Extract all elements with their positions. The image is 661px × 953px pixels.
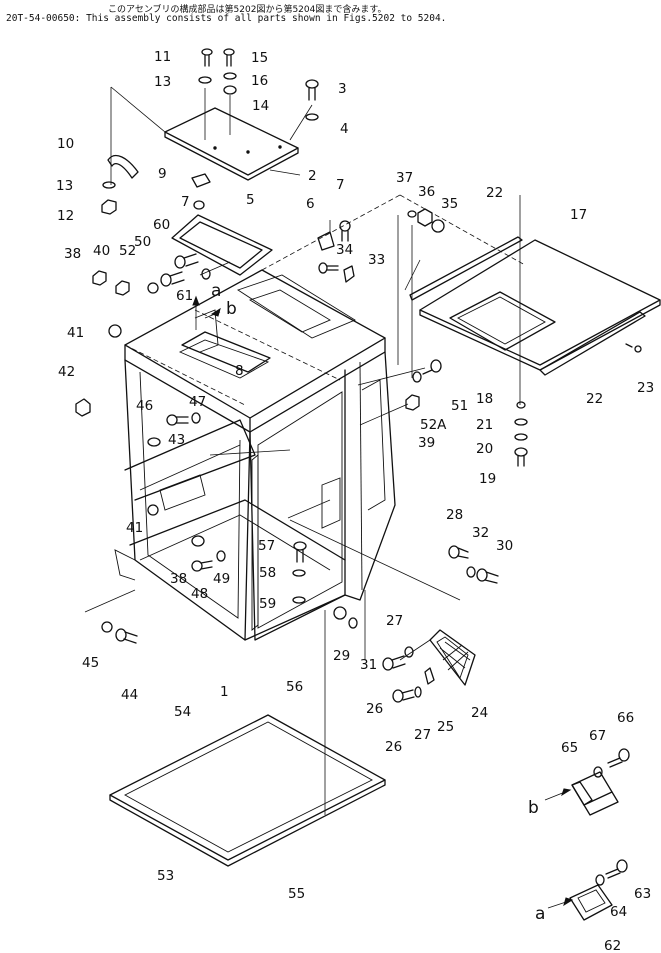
callout-5: 5	[246, 192, 255, 208]
callout-9: 9	[158, 166, 167, 182]
callout-13-lower: 13	[56, 178, 73, 194]
callout-7-left: 7	[181, 194, 190, 210]
reference-b-detail: b	[528, 798, 539, 818]
callout-34: 34	[336, 242, 353, 258]
callout-11: 11	[154, 49, 171, 65]
callout-1: 1	[220, 684, 229, 700]
fasteners	[75, 48, 642, 886]
callout-10: 10	[57, 136, 74, 152]
callout-38-lower: 38	[170, 571, 187, 587]
callout-63: 63	[634, 886, 651, 902]
reference-a-top: a	[211, 281, 221, 301]
callout-23: 23	[637, 380, 654, 396]
callout-40: 40	[93, 243, 110, 259]
callout-8: 8	[235, 363, 244, 379]
callout-26-upper: 26	[366, 701, 383, 717]
roof-window-frame	[171, 214, 273, 276]
reference-arrows	[192, 295, 574, 909]
callout-59: 59	[259, 596, 276, 612]
callout-6: 6	[306, 196, 315, 212]
callout-47: 47	[189, 394, 206, 410]
callout-35: 35	[441, 196, 458, 212]
bracket-detail-a	[569, 884, 613, 921]
callout-32: 32	[472, 525, 489, 541]
callout-42: 42	[58, 364, 75, 380]
callout-44: 44	[121, 687, 138, 703]
callout-52A: 52A	[420, 417, 447, 433]
callout-56: 56	[286, 679, 303, 695]
callout-24: 24	[471, 705, 488, 721]
callout-41-lower: 41	[126, 520, 143, 536]
mesh-step-plate	[429, 629, 476, 686]
callout-46: 46	[136, 398, 153, 414]
callout-4: 4	[340, 121, 349, 137]
callout-21: 21	[476, 417, 493, 433]
callout-57: 57	[258, 538, 275, 554]
callout-36: 36	[418, 184, 435, 200]
reference-b-top: b	[226, 299, 237, 319]
callout-45: 45	[82, 655, 99, 671]
callout-22-lower: 22	[586, 391, 603, 407]
callout-52: 52	[119, 243, 136, 259]
callout-19: 19	[479, 471, 496, 487]
callout-30: 30	[496, 538, 513, 554]
callout-31: 31	[360, 657, 377, 673]
rear-roof-panel	[409, 236, 661, 376]
callout-25: 25	[437, 719, 454, 735]
callout-28: 28	[446, 507, 463, 523]
callout-13: 13	[154, 74, 171, 90]
callout-37: 37	[396, 170, 413, 186]
callout-41-upper: 41	[67, 325, 84, 341]
leader-lines	[84, 86, 521, 815]
callout-38-upper: 38	[64, 246, 81, 262]
callout-62: 62	[604, 938, 621, 953]
callout-60: 60	[153, 217, 170, 233]
callout-64: 64	[610, 904, 627, 920]
callout-51: 51	[451, 398, 468, 414]
callout-54: 54	[174, 704, 191, 720]
callout-17: 17	[570, 207, 587, 223]
roof-cover-plate	[164, 107, 299, 181]
callout-labels: 11 15 13 16 3 14 4 10 2 9 13 7 37 36 22 …	[56, 49, 654, 953]
callout-18: 18	[476, 391, 493, 407]
callout-49: 49	[213, 571, 230, 587]
callout-55: 55	[288, 886, 305, 902]
callout-61: 61	[176, 288, 193, 304]
callout-27-lower: 27	[414, 727, 431, 743]
callout-50: 50	[134, 234, 151, 250]
callout-16: 16	[251, 73, 268, 89]
callout-33: 33	[368, 252, 385, 268]
reference-a-detail: a	[535, 904, 545, 924]
cab-frame	[114, 194, 526, 641]
assembly-note-english: 20T-54-00650: This assembly consists of …	[6, 13, 447, 24]
callout-20: 20	[476, 441, 493, 457]
floor-mat	[109, 714, 386, 867]
callout-15: 15	[251, 50, 268, 66]
callout-48: 48	[191, 586, 208, 602]
page-header: このアセンブリの構成部品は第5202図から第5204図まで含みます。 20T-5…	[0, 0, 661, 30]
callout-53: 53	[157, 868, 174, 884]
callout-65: 65	[561, 740, 578, 756]
assembly-note-japanese: このアセンブリの構成部品は第5202図から第5204図まで含みます。	[108, 5, 387, 15]
callout-7-right: 7	[336, 177, 345, 193]
callout-3: 3	[338, 81, 347, 97]
callout-22-upper: 22	[486, 185, 503, 201]
callout-14: 14	[252, 98, 269, 114]
callout-43: 43	[168, 432, 185, 448]
callout-67: 67	[589, 728, 606, 744]
bracket-detail-b	[571, 771, 619, 816]
callout-12: 12	[57, 208, 74, 224]
inner-cover-bracket	[181, 309, 271, 373]
callout-58: 58	[259, 565, 276, 581]
callout-29: 29	[333, 648, 350, 664]
callout-27-upper: 27	[386, 613, 403, 629]
callout-26-lower: 26	[385, 739, 402, 755]
callout-39: 39	[418, 435, 435, 451]
callout-2: 2	[308, 168, 317, 184]
callout-66: 66	[617, 710, 634, 726]
